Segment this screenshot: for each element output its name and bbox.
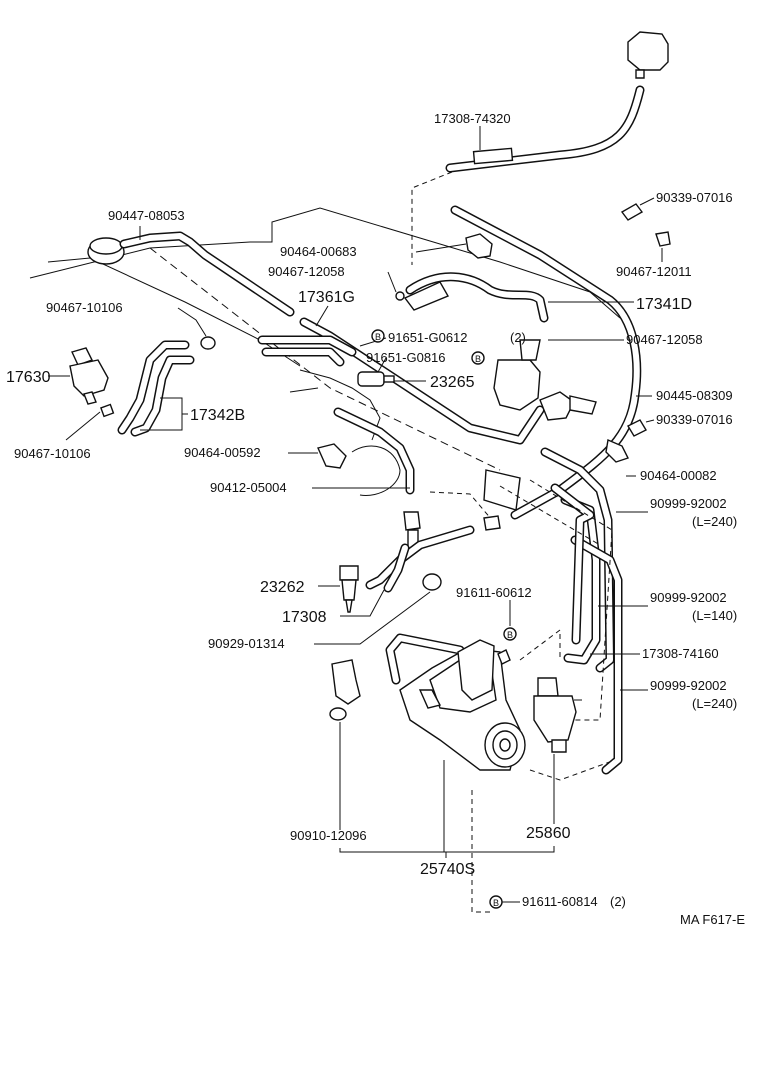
- label-90999-92002-c: 90999-92002: [650, 678, 727, 693]
- bolt-symbol-91611-60814: B: [489, 895, 503, 909]
- hose-90412-05004: [333, 407, 415, 495]
- label-91651-G0612: 91651-G0612: [388, 330, 468, 345]
- vsv-23262: [339, 565, 359, 613]
- hose-90999-92002-set: [540, 447, 623, 775]
- label-90999-92002-a-length: (L=240): [692, 514, 737, 529]
- label-91651-G0816: 91651-G0816: [366, 350, 446, 365]
- clip-90464-00683: [465, 233, 493, 259]
- clamp-90929-01314: [422, 573, 442, 591]
- label-90467-10106-bottom: 90467-10106: [14, 446, 91, 461]
- label-23262: 23262: [260, 579, 305, 596]
- clip-90464-00592: [317, 443, 347, 469]
- label-17361G: 17361G: [298, 289, 355, 306]
- pipe-17361G: [257, 317, 545, 445]
- bolt-91611-60612-icon: [497, 649, 511, 665]
- label-90999-92002-a: 90999-92002: [650, 496, 727, 511]
- figure-code: MA F617-E: [680, 912, 745, 927]
- clamp-90467-10106-top: [200, 336, 216, 350]
- leader-dash-canister: [519, 629, 616, 781]
- hose-90445-08309: [450, 205, 642, 520]
- hose-17308: [365, 525, 475, 593]
- label-90464-00683: 90464-00683: [280, 244, 357, 259]
- label-91611-60612: 91611-60612: [456, 585, 532, 600]
- part-labels: 17308-74320 90339-07016 90447-08053 9046…: [6, 111, 745, 927]
- clamp-90467-12058-top: [395, 291, 405, 301]
- label-91611-60814-qty: (2): [610, 894, 626, 909]
- connector-90412: [483, 515, 501, 531]
- label-90999-92002-c-length: (L=240): [692, 696, 737, 711]
- bolt-symbol-text: B: [507, 630, 513, 640]
- label-17342B: 17342B: [190, 407, 245, 424]
- plug-90339-07016-right: [627, 419, 647, 437]
- label-90445-08309: 90445-08309: [656, 388, 733, 403]
- label-90999-92002-b-length: (L=140): [692, 608, 737, 623]
- bolt-symbol-text: B: [375, 332, 381, 342]
- leader-dash-mid: [429, 491, 493, 521]
- label-90339-07016-right: 90339-07016: [656, 412, 733, 427]
- label-25740S: 25740S: [420, 861, 475, 878]
- canister-25740S: [385, 633, 526, 771]
- leader-lines: [48, 126, 663, 913]
- vsv-25860: [533, 677, 582, 753]
- label-90910-12096: 90910-12096: [290, 828, 367, 843]
- label-90339-07016-top: 90339-07016: [656, 190, 733, 205]
- label-90464-00592: 90464-00592: [184, 445, 261, 460]
- bolt-symbol-91651-G0612: B: [371, 329, 385, 343]
- hose-17341D: [403, 272, 549, 323]
- bolt-symbol-text: B: [475, 354, 481, 364]
- bolt-symbol-91611-60612: B: [503, 627, 517, 641]
- label-25860: 25860: [526, 825, 571, 842]
- hose-17308-74320: [445, 85, 645, 173]
- filter-90447: [87, 231, 295, 317]
- clip-90464-00082: [605, 439, 629, 463]
- sensor-90910-12096: [329, 659, 361, 721]
- reservoir-tank: [627, 31, 669, 79]
- label-90447-08053: 90447-08053: [108, 208, 185, 223]
- bolt-symbol-91651-G0816: B: [471, 351, 485, 365]
- vsv-23265: [357, 371, 395, 387]
- label-23265: 23265: [430, 374, 475, 391]
- sensor-17630: [69, 347, 115, 418]
- clamp-90467-12011: [655, 231, 671, 247]
- label-90467-10106-top: 90467-10106: [46, 300, 123, 315]
- plug-90339-07016-top: [620, 203, 644, 221]
- label-90464-00082: 90464-00082: [640, 468, 717, 483]
- label-17308-74160: 17308-74160: [642, 646, 719, 661]
- label-90467-12011: 90467-12011: [616, 264, 692, 279]
- bolt-symbol-text: B: [493, 898, 499, 908]
- label-17308: 17308: [282, 609, 327, 626]
- label-90999-92002-b: 90999-92002: [650, 590, 727, 605]
- label-17308-74320: 17308-74320: [434, 111, 511, 126]
- label-17630: 17630: [6, 369, 51, 386]
- egr-valve: [493, 339, 597, 421]
- label-91651-G0612-qty: (2): [510, 330, 526, 345]
- label-91611-60814: 91611-60814: [522, 894, 598, 909]
- label-17341D: 17341D: [636, 296, 692, 313]
- label-90467-12058-top: 90467-12058: [268, 264, 345, 279]
- hose-17342B: [117, 340, 195, 437]
- label-90929-01314: 90929-01314: [208, 636, 285, 651]
- label-90467-12058-right: 90467-12058: [626, 332, 703, 347]
- leader-dash-top: [411, 171, 453, 265]
- label-90412-05004: 90412-05004: [210, 480, 287, 495]
